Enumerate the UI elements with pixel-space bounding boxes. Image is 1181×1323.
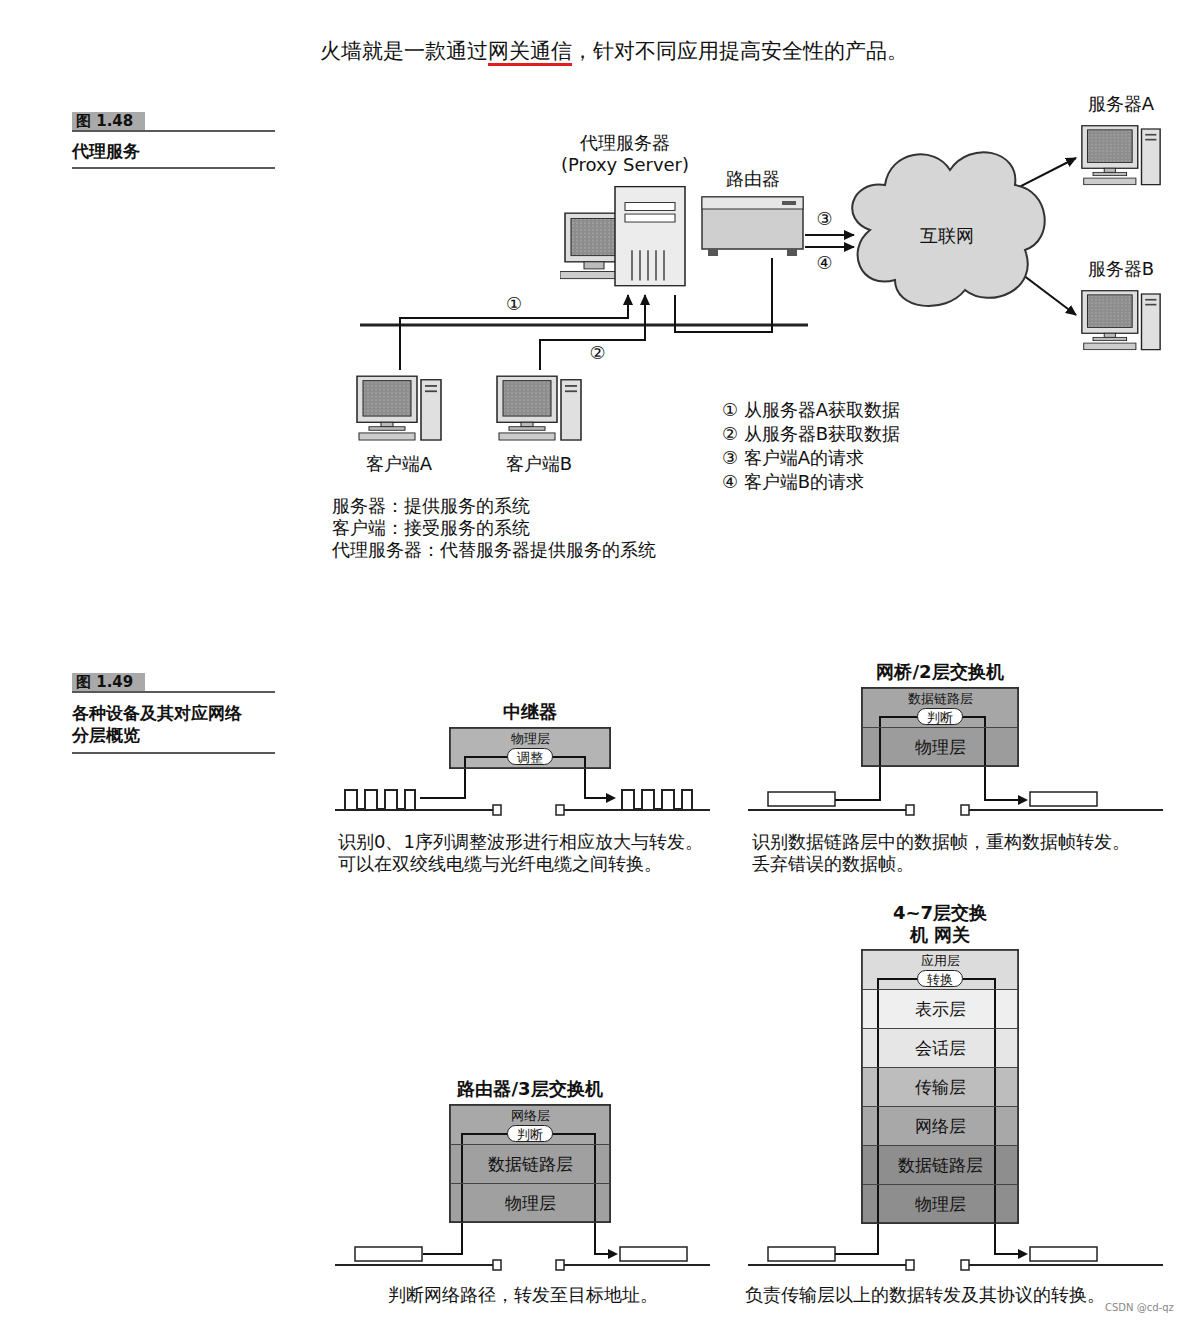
lan-bus [360, 324, 808, 327]
connector [400, 295, 628, 370]
device-stack: 路由器/3层交换机网络层判断数据链路层物理层 [450, 1105, 610, 1222]
device-stack: 4~7层交换机 网关应用层转换表示层会话层传输层网络层数据链路层物理层 [862, 950, 1018, 1223]
function-pill: 判断 [507, 1125, 553, 1142]
node-label: 代理服务器 (Proxy Server) [558, 132, 693, 176]
layer-name: 网络层 [511, 1107, 550, 1125]
layer-name: 转换 [927, 973, 953, 986]
callout-number: ④ [815, 253, 833, 273]
layer-name: 会话层 [915, 1037, 966, 1060]
definition-note: 服务器：提供服务的系统 [332, 495, 530, 517]
layer-name: 判断 [927, 711, 953, 724]
layer-band: 会话层 [862, 1028, 1018, 1067]
function-pill: 转换 [917, 970, 963, 987]
figure-title: 各种设备及其对应网络分层概览 [72, 702, 252, 746]
device-caption: 识别数据链路层中的数据帧，重构数据帧转发。丢弃错误的数据帧。 [752, 831, 1140, 875]
callout-number: ③ [815, 209, 833, 229]
figure-title: 代理服务 [72, 140, 140, 162]
layer-band: 物理层 [862, 727, 1018, 766]
node-label: 路由器 [726, 167, 780, 191]
sentence-part: ，针对不同应用提高安全性的产品。 [572, 39, 908, 63]
bit-pulses [345, 790, 692, 809]
cables [335, 810, 1163, 1265]
device-stack: 中继器物理层调整 [450, 728, 610, 768]
layer-name: 物理层 [505, 1192, 556, 1215]
node-label: 网桥/2层交换机 [876, 660, 1003, 684]
layer-band: 网络层 [862, 1106, 1018, 1145]
sentence-part: 火墙就是一款通过 [320, 39, 488, 63]
node-label: 路由器/3层交换机 [457, 1077, 602, 1101]
layer-name: 数据链路层 [898, 1154, 983, 1177]
device-stack: 网桥/2层交换机数据链路层判断物理层 [862, 688, 1018, 766]
device-caption: 判断网络路径，转发至目标地址。 [388, 1284, 658, 1306]
node-label: 服务器B [1088, 257, 1154, 281]
figure-rules [72, 131, 275, 753]
sentence: 火墙就是一款通过网关通信，针对不同应用提高安全性的产品。 [320, 36, 908, 66]
node-label: 中继器 [503, 700, 557, 724]
signal-paths [420, 717, 1026, 1254]
layer-name: 应用层 [921, 952, 960, 970]
legend-note: ④ 客户端B的请求 [722, 471, 864, 493]
layer-band: 物理层 [450, 1183, 610, 1222]
layer-name: 网络层 [915, 1115, 966, 1138]
node-label: 互联网 [920, 224, 974, 248]
node-label: 服务器A [1088, 92, 1154, 116]
internet-cloud: 互联网 [840, 140, 1055, 310]
layer-band: 物理层 [862, 1184, 1018, 1223]
layer-name: 数据链路层 [488, 1153, 573, 1176]
callout-number: ② [588, 343, 606, 363]
sentence-part: 网关通信 [488, 39, 572, 66]
computer: 客户端B [495, 370, 583, 448]
computer: 服务器B [1080, 285, 1162, 357]
layer-band: 物理层调整 [450, 728, 610, 768]
layer-name: 数据链路层 [908, 690, 973, 708]
layer-fills [450, 688, 1018, 1223]
layer-name: 物理层 [915, 736, 966, 759]
layer-band: 网络层判断 [450, 1105, 610, 1144]
layer-band: 应用层转换 [862, 950, 1018, 989]
callout-number: ① [505, 294, 523, 314]
device-caption: 负责传输层以上的数据转发及其协议的转换。 [745, 1284, 1105, 1306]
layer-band: 数据链路层 [450, 1144, 610, 1183]
definition-note: 客户端：接受服务的系统 [332, 517, 530, 539]
router-device: 路由器 [700, 195, 805, 258]
figure-tag: 图 1.48 [72, 112, 145, 130]
layer-name: 调整 [517, 751, 543, 764]
layer-band: 表示层 [862, 989, 1018, 1028]
proxy-server: 代理服务器 (Proxy Server) [560, 180, 690, 295]
legend-note: ① 从服务器A获取数据 [722, 399, 900, 421]
computer: 服务器A [1080, 120, 1162, 192]
connector [805, 234, 854, 236]
connector [675, 258, 772, 332]
legend-note: ② 从服务器B获取数据 [722, 423, 900, 445]
watermark: CSDN @cd-qz [1105, 1302, 1174, 1314]
layer-name: 表示层 [915, 998, 966, 1021]
terminals [493, 805, 969, 1270]
node-label: 客户端B [506, 452, 572, 476]
layer-band: 数据链路层 [862, 1145, 1018, 1184]
layer-name: 物理层 [915, 1193, 966, 1216]
layer-name: 物理层 [511, 730, 550, 748]
connector [540, 295, 645, 370]
layer-band: 数据链路层判断 [862, 688, 1018, 727]
node-label: 4~7层交换机 网关 [885, 902, 995, 946]
layer-name: 判断 [517, 1128, 543, 1141]
figure-tag: 图 1.49 [72, 673, 145, 691]
function-pill: 调整 [507, 748, 553, 765]
layer-band: 传输层 [862, 1067, 1018, 1106]
device-outlines [450, 688, 1018, 1223]
node-label: 客户端A [366, 452, 432, 476]
function-pill: 判断 [917, 708, 963, 725]
layer-name: 传输层 [915, 1076, 966, 1099]
computer: 客户端A [355, 370, 443, 448]
legend-note: ③ 客户端A的请求 [722, 447, 864, 469]
definition-note: 代理服务器：代替服务器提供服务的系统 [332, 539, 656, 561]
connector [805, 246, 854, 248]
device-caption: 识别0、1序列调整波形进行相应放大与转发。可以在双绞线电缆与光纤电缆之间转换。 [338, 831, 710, 875]
